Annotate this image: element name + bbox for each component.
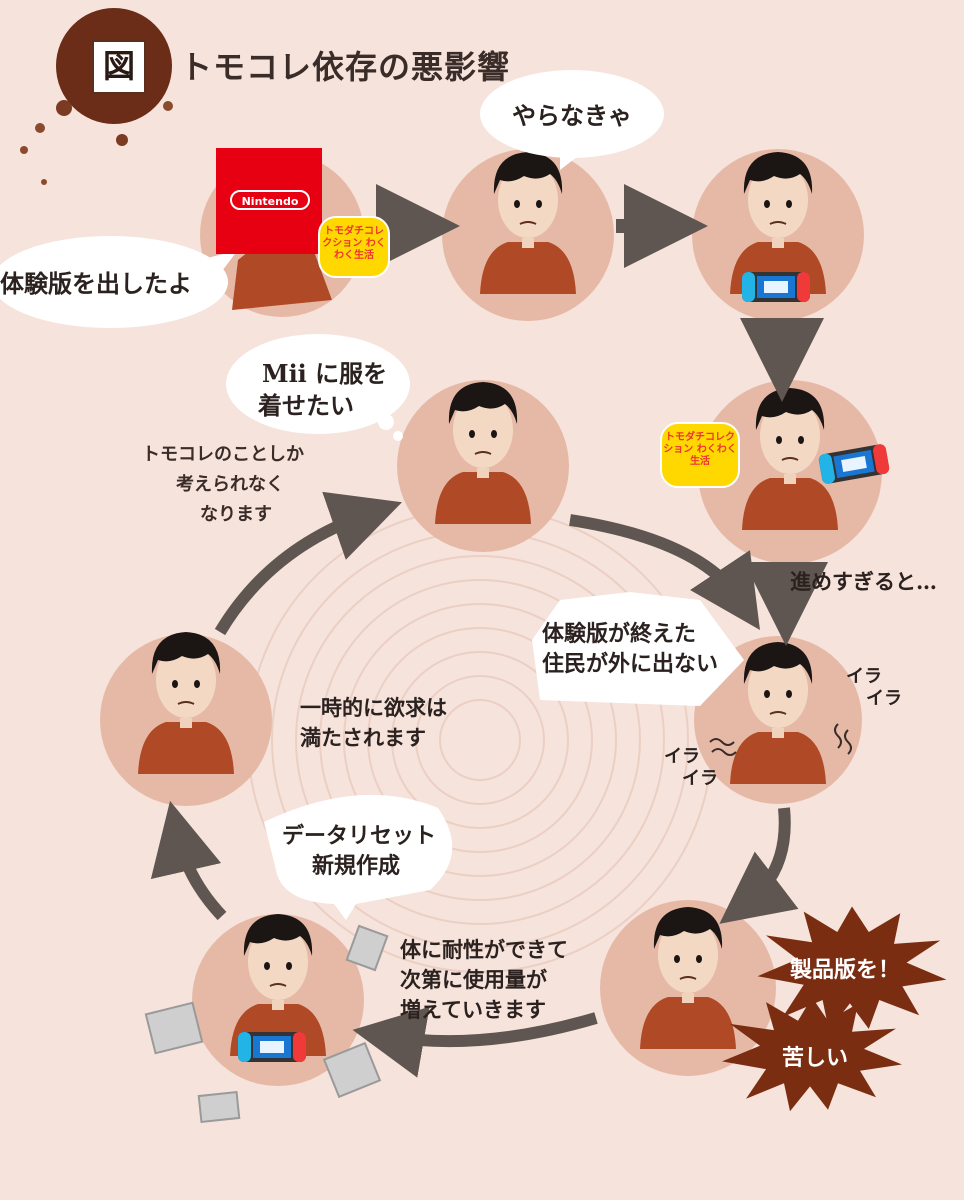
- label-obsession-line3: なります: [200, 504, 272, 525]
- burst-painful: 苦しい: [782, 1045, 849, 1071]
- speech-residents-line2: 住民が外に出ない: [542, 651, 719, 677]
- label-tolerance-line1: 体に耐性ができて: [400, 938, 568, 962]
- label-satisfied-line1: 一時的に欲求は: [300, 696, 447, 720]
- speech-bubbles: [0, 70, 744, 920]
- game-logo: トモダチコレクション わくわく生活: [318, 216, 390, 278]
- label-obsession-line2: 考えられなく: [176, 474, 284, 495]
- game-logo-2: トモダチコレクション わくわく生活: [660, 422, 740, 488]
- label-too-far: 進めすぎると…: [790, 569, 937, 594]
- label-irritated-a2: イラ: [866, 688, 902, 709]
- discarded-cartridges: [144, 924, 389, 1124]
- label-satisfied-line2: 満たされます: [300, 726, 426, 750]
- speech-must-do: やらなきゃ: [512, 101, 632, 130]
- page-title: トモコレ依存の悪影響: [180, 48, 511, 86]
- label-irritated-b2: イラ: [682, 768, 718, 789]
- label-obsession-line1: トモコレのことしか: [142, 444, 304, 465]
- speech-reset-line1: データリセット: [282, 823, 437, 849]
- burst-product-version: 製品版を！: [790, 957, 901, 983]
- ink-splatter-decoration: [20, 8, 173, 185]
- speech-reset-line2: 新規作成: [312, 853, 401, 879]
- arrows: [150, 184, 828, 1078]
- speech-mii-line1: Mii に服を: [262, 359, 388, 388]
- label-irritated-a1: イラ: [846, 666, 882, 687]
- label-tolerance-line3: 増えていきます: [400, 998, 546, 1022]
- label-irritated-b1: イラ: [664, 746, 700, 767]
- speech-residents-line1: 体験版が終えた: [542, 621, 697, 647]
- speech-mii-line2: 着せたい: [258, 391, 354, 420]
- nintendo-logo: Nintendo: [230, 190, 310, 210]
- irritation-marks: [709, 723, 852, 756]
- speech-trial-release: 体験版を出したよ: [0, 269, 192, 298]
- figure-badge: 図: [92, 40, 146, 94]
- label-tolerance-line2: 次第に使用量が: [400, 968, 547, 992]
- characters: [137, 151, 839, 1057]
